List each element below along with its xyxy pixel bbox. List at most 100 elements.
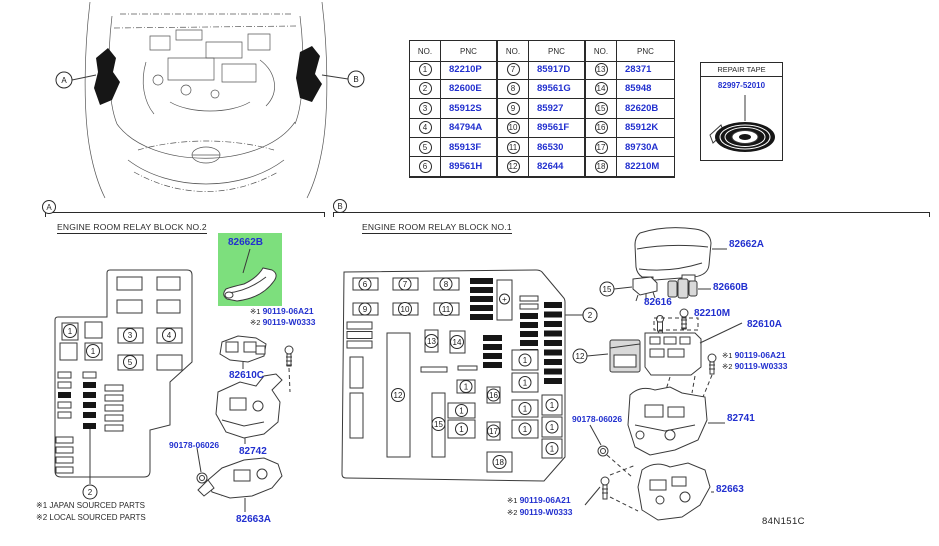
table-no-cell: 14 (586, 79, 617, 100)
table-no-cell: 12 (498, 157, 529, 177)
repair-tape-title: REPAIR TAPE (701, 63, 782, 77)
pnc-link[interactable]: 82644 (529, 157, 586, 177)
pnc-link[interactable]: 86530 (529, 137, 586, 158)
relay-15-drawing (633, 277, 657, 301)
highlight-82662b: 82662B (218, 233, 282, 306)
pnc-link[interactable]: 85927 (529, 99, 586, 119)
part-label-82741[interactable]: 82741 (727, 413, 755, 424)
bolt-82210m-drawing (680, 309, 688, 329)
svg-text:11: 11 (442, 305, 451, 314)
pnc-link[interactable]: 84794A (441, 118, 498, 138)
svg-text:4: 4 (167, 331, 172, 340)
pnc-link[interactable]: 89561F (529, 118, 586, 138)
pnc-link[interactable]: 28371 (617, 60, 674, 80)
svg-text:14: 14 (453, 338, 462, 347)
table-no-cell: 13 (586, 60, 617, 80)
table-no-cell: 15 (586, 99, 617, 119)
table-no-cell: 1 (410, 60, 441, 80)
part-label-82616[interactable]: 82616 (644, 297, 672, 308)
pnc-link[interactable]: 85912K (617, 119, 674, 138)
part-label-82610a[interactable]: 82610A (747, 319, 783, 330)
screw-note-b4: ※2 90119-W0333 (507, 507, 573, 517)
screw-note-b3: ※1 90119-06A21 (507, 495, 571, 505)
svg-text:A: A (61, 76, 67, 85)
footnote-japan-sourced: ※1 JAPAN SOURCED PARTS (36, 501, 145, 510)
nut-icon (590, 425, 632, 477)
table-no-cell: 9 (498, 99, 529, 119)
svg-text:16: 16 (489, 391, 498, 400)
part-label-82610c[interactable]: 82610C (229, 370, 265, 381)
part-label-82662b[interactable]: 82662B (228, 237, 264, 248)
part-label-90178-06026-b[interactable]: 90178-06026 (572, 414, 623, 424)
pnc-link[interactable]: 82210M (617, 157, 674, 177)
svg-text:15: 15 (603, 285, 612, 294)
bracket-82742-drawing (216, 374, 282, 444)
plus-terminal: + (500, 294, 510, 304)
fuse-slots (56, 372, 123, 473)
section-b-title: ENGINE ROOM RELAY BLOCK NO.1 (362, 222, 512, 234)
pnc-link[interactable]: 85912S (441, 99, 498, 119)
part-label-82662a[interactable]: 82662A (729, 239, 765, 250)
part-label-82660b[interactable]: 82660B (713, 282, 749, 293)
callout-1: 1 (64, 325, 77, 338)
table-header-pnc: PNC (441, 41, 498, 62)
pnc-link[interactable]: 85948 (617, 80, 674, 100)
svg-text:13: 13 (427, 337, 436, 346)
svg-text:1: 1 (464, 383, 469, 392)
relay-block-82610a-drawing (645, 318, 742, 375)
section-b-parts-drawing: 15 (570, 225, 939, 546)
svg-text:10: 10 (401, 305, 410, 314)
table-header-no: NO. (586, 41, 617, 62)
bracket-82663a-drawing (198, 458, 282, 512)
screw-note-a2: ※2 90119-W0333 (250, 317, 316, 327)
pnc-link[interactable]: 89730A (617, 138, 674, 158)
pnc-link[interactable]: 85913F (441, 137, 498, 158)
svg-text:1: 1 (523, 405, 528, 414)
svg-text:18: 18 (495, 458, 504, 467)
callout-b: B (348, 71, 364, 87)
svg-text:1: 1 (459, 407, 464, 416)
part-label-82210m[interactable]: 82210M (694, 308, 731, 319)
callout-2: 2 (83, 485, 97, 499)
table-no-cell: 10 (498, 118, 529, 138)
svg-text:2: 2 (88, 488, 93, 497)
svg-text:1: 1 (523, 379, 528, 388)
relay-block-no1-location-patch (296, 46, 322, 102)
screw-icon (585, 465, 638, 511)
svg-text:1: 1 (550, 401, 555, 410)
pnc-link[interactable]: 82620B (617, 99, 674, 119)
table-no-cell: 17 (586, 137, 617, 158)
table-header-pnc: PNC (529, 41, 586, 62)
part-label-82663a[interactable]: 82663A (236, 514, 272, 525)
svg-text:12: 12 (394, 391, 403, 400)
pnc-link[interactable]: 89561H (441, 157, 498, 177)
callout-2: 2 (583, 308, 597, 322)
pnc-link[interactable]: 89561G (529, 79, 586, 100)
pnc-link[interactable]: 82600E (441, 79, 498, 100)
part-label-82742[interactable]: 82742 (239, 446, 267, 457)
section-b-bracket (333, 212, 930, 217)
part-label-82663[interactable]: 82663 (716, 484, 744, 495)
pnc-link[interactable]: 82210P (441, 60, 498, 80)
table-no-cell: 11 (498, 137, 529, 158)
table-no-cell: 5 (410, 137, 441, 158)
footnote-local-sourced: ※2 LOCAL SOURCED PARTS (36, 513, 146, 522)
bracket-82663-drawing (638, 463, 714, 520)
cover-82662a-drawing (635, 228, 727, 283)
table-no-cell: 16 (586, 118, 617, 138)
part-label-90178-06026-a[interactable]: 90178-06026 (169, 440, 220, 450)
pnc-link[interactable]: 85917D (529, 60, 586, 80)
svg-text:1: 1 (91, 347, 96, 356)
callout-a: A (56, 72, 72, 88)
table-no-cell: 6 (410, 157, 441, 177)
svg-text:2: 2 (588, 311, 593, 320)
screw-note-b1: ※1 90119-06A21 (722, 350, 786, 360)
screw-icon (703, 354, 716, 397)
repair-tape-part-number[interactable]: 82997-52010 (717, 81, 766, 90)
callout-4: 4 (163, 329, 176, 342)
screw-note-a1: ※1 90119-06A21 (250, 306, 314, 316)
tape-coil-drawing (705, 95, 775, 152)
svg-text:3: 3 (128, 331, 133, 340)
svg-text:5: 5 (128, 358, 133, 367)
svg-text:+: + (502, 295, 507, 304)
